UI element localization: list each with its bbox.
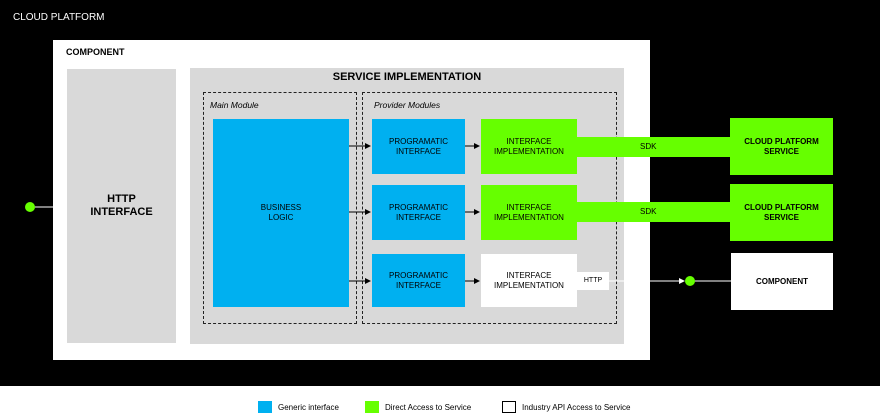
legend-swatch-industry: [502, 401, 516, 413]
sdk-label-2: SDK: [640, 207, 657, 216]
component-label: COMPONENT: [66, 47, 125, 57]
http-connector-label: HTTP: [583, 277, 603, 284]
cloud-platform-service-2: CLOUD PLATFORM SERVICE: [730, 184, 833, 241]
legend-swatch-direct: [365, 401, 379, 413]
provider-modules-label: Provider Modules: [374, 100, 441, 110]
service-implementation-title: SERVICE IMPLEMENTATION: [332, 71, 482, 83]
http-input-dot: [25, 202, 35, 212]
interface-implementation-2: INTERFACE IMPLEMENTATION: [481, 185, 577, 240]
legend-label-industry: Industry API Access to Service: [522, 403, 631, 412]
legend-label-direct: Direct Access to Service: [385, 403, 472, 412]
external-component-label: COMPONENT: [756, 276, 808, 286]
main-module-label: Main Module: [210, 100, 259, 110]
cloud-platform-service-label: CLOUD PLATFORM SERVICE: [744, 202, 819, 222]
programatic-interface-1: PROGRAMATIC INTERFACE: [372, 119, 465, 174]
connectors-layer: [25, 143, 731, 286]
business-logic-box: BUSINESS LOGIC: [213, 119, 349, 307]
http-interface-box: HTTP INTERFACE: [67, 69, 176, 343]
cloud-platform-service-1: CLOUD PLATFORM SERVICE: [730, 118, 833, 175]
interface-implementation-1: INTERFACE IMPLEMENTATION: [481, 119, 577, 174]
interface-implementation-label: INTERFACE IMPLEMENTATION: [494, 270, 564, 290]
sdk-connector-2: [577, 202, 730, 222]
programatic-interface-2: PROGRAMATIC INTERFACE: [372, 185, 465, 240]
canvas-title: CLOUD PLATFORM: [13, 12, 105, 23]
main-module-box: [203, 92, 357, 324]
http-output-dot: [685, 276, 695, 286]
legend-swatch-generic: [258, 401, 272, 413]
programatic-interface-label: PROGRAMATIC INTERFACE: [389, 202, 448, 222]
sdk-label-1: SDK: [640, 142, 657, 151]
programatic-interface-3: PROGRAMATIC INTERFACE: [372, 254, 465, 307]
interface-implementation-label: INTERFACE IMPLEMENTATION: [494, 136, 564, 156]
external-component-box: COMPONENT: [731, 253, 833, 310]
programatic-interface-label: PROGRAMATIC INTERFACE: [389, 136, 448, 156]
interface-implementation-label: INTERFACE IMPLEMENTATION: [494, 202, 564, 222]
programatic-interface-label: PROGRAMATIC INTERFACE: [389, 270, 448, 290]
http-interface-label: HTTP INTERFACE: [90, 193, 153, 218]
cloud-platform-service-label: CLOUD PLATFORM SERVICE: [744, 136, 819, 156]
interface-implementation-3: INTERFACE IMPLEMENTATION: [481, 254, 577, 307]
business-logic-label: BUSINESS LOGIC: [260, 203, 302, 222]
legend-label-generic: Generic interface: [278, 403, 339, 412]
sdk-connector-1: [577, 137, 730, 157]
http-connector: HTTP: [577, 272, 609, 290]
